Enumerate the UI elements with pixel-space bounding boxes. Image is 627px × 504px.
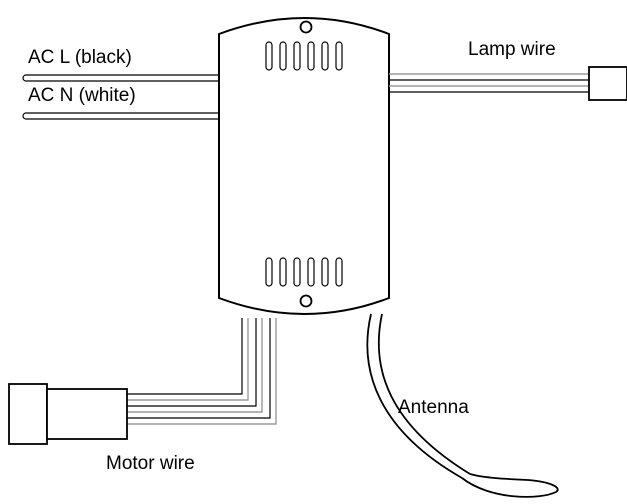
antenna-wire (366, 313, 559, 498)
top-vent-slots (265, 41, 343, 71)
ac-line-wire (22, 74, 220, 82)
motor-wire (127, 318, 277, 425)
bottom-mounting-hole (299, 294, 313, 308)
lamp-connector (588, 66, 627, 101)
motor-connector (8, 383, 128, 445)
ac-neutral-wire (22, 112, 220, 120)
top-mounting-hole (299, 20, 313, 34)
lamp-wire (389, 73, 589, 93)
ac-neutral-label: AC N (white) (28, 85, 136, 106)
receiver-body (218, 17, 390, 315)
antenna-label: Antenna (398, 397, 469, 418)
motor-wire-label: Motor wire (106, 453, 195, 474)
lamp-wire-label: Lamp wire (468, 39, 556, 60)
ac-line-label: AC L (black) (28, 47, 132, 68)
bottom-vent-slots (265, 257, 343, 287)
